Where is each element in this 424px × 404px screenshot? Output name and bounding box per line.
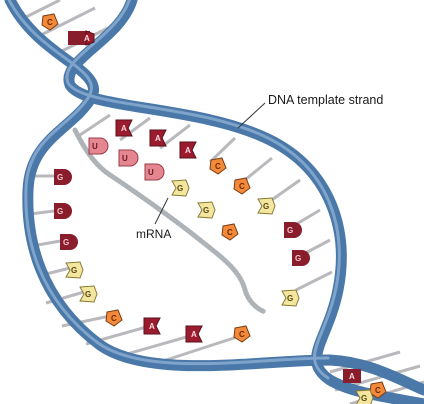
- mrna-base-1: U: [89, 138, 108, 154]
- bottom-base-g-letter: G: [361, 394, 367, 403]
- mrna-base-3-letter: U: [148, 168, 154, 177]
- dna-template-strand-label: DNA template strand: [268, 93, 383, 107]
- template-base-3-letter: G: [63, 238, 69, 247]
- template-base-4-letter: G: [71, 266, 77, 275]
- template-base-3: G: [60, 234, 78, 250]
- coding-base-2-letter: C: [239, 182, 245, 191]
- coding-base-5: G: [292, 250, 310, 266]
- mrna-base-7-letter: G: [177, 184, 183, 193]
- template-base-1: G: [54, 169, 72, 185]
- mrna-base-5-letter: A: [155, 134, 161, 143]
- dna-backbone-right: [69, 0, 424, 404]
- base-c-top-letter: C: [47, 18, 53, 27]
- mrna-base-5: A: [150, 130, 166, 146]
- mrna-base-4-letter: A: [121, 124, 127, 133]
- mrna-base-1-letter: U: [92, 142, 98, 151]
- coding-base-5-letter: G: [295, 254, 301, 263]
- mrna-base-8: G: [198, 202, 215, 218]
- coding-base-4-letter: G: [287, 226, 293, 235]
- mrna-label: mRNA: [136, 227, 171, 241]
- base-a-top-letter: A: [84, 34, 90, 43]
- template-base-2-letter: G: [57, 207, 63, 216]
- coding-base-1: C: [210, 158, 226, 174]
- mrna-base-2-letter: U: [122, 154, 128, 163]
- template-base-8: A: [186, 326, 202, 342]
- template-base-5-letter: G: [85, 290, 91, 299]
- template-base-8-letter: A: [191, 330, 197, 339]
- template-base-7: A: [144, 318, 160, 334]
- mrna-label-leader: [155, 198, 168, 224]
- mrna-base-6: A: [180, 142, 196, 158]
- bottom-base-c-letter: C: [375, 386, 381, 395]
- template-base-6: C: [106, 310, 122, 326]
- mrna-strand: [75, 130, 265, 312]
- template-base-9-letter: C: [239, 330, 245, 339]
- mrna-base-7: G: [172, 180, 189, 196]
- template-base-6-letter: C: [111, 314, 117, 323]
- bottom-base-a-letter: A: [349, 372, 355, 381]
- dna-label-leader: [238, 103, 265, 128]
- mrna-base-6-letter: A: [185, 146, 191, 155]
- template-base-4: G: [66, 262, 83, 278]
- mrna-base-2: U: [119, 150, 138, 166]
- coding-base-6-letter: G: [287, 294, 293, 303]
- coding-base-4: G: [284, 222, 302, 238]
- base-a-top: A: [68, 31, 94, 45]
- coding-base-3: G: [258, 198, 275, 214]
- coding-base-6: G: [282, 290, 299, 306]
- template-base-2: G: [54, 203, 72, 219]
- coding-base-1-letter: C: [215, 162, 221, 171]
- dna-backbone-left: [10, 0, 424, 390]
- template-base-7-letter: A: [149, 322, 155, 331]
- template-base-9: C: [234, 326, 250, 342]
- mrna-base-9-letter: C: [227, 228, 233, 237]
- mrna-base-3: U: [145, 164, 164, 180]
- mrna-base-4: A: [116, 120, 132, 136]
- mrna-base-9: C: [222, 224, 238, 240]
- bottom-base-a: A: [343, 369, 361, 383]
- template-base-5: G: [80, 286, 97, 302]
- coding-base-3-letter: G: [263, 202, 269, 211]
- template-base-1-letter: G: [57, 173, 63, 182]
- bottom-base-g: G: [356, 390, 373, 404]
- coding-base-2: C: [234, 178, 250, 194]
- mrna-base-8-letter: G: [203, 206, 209, 215]
